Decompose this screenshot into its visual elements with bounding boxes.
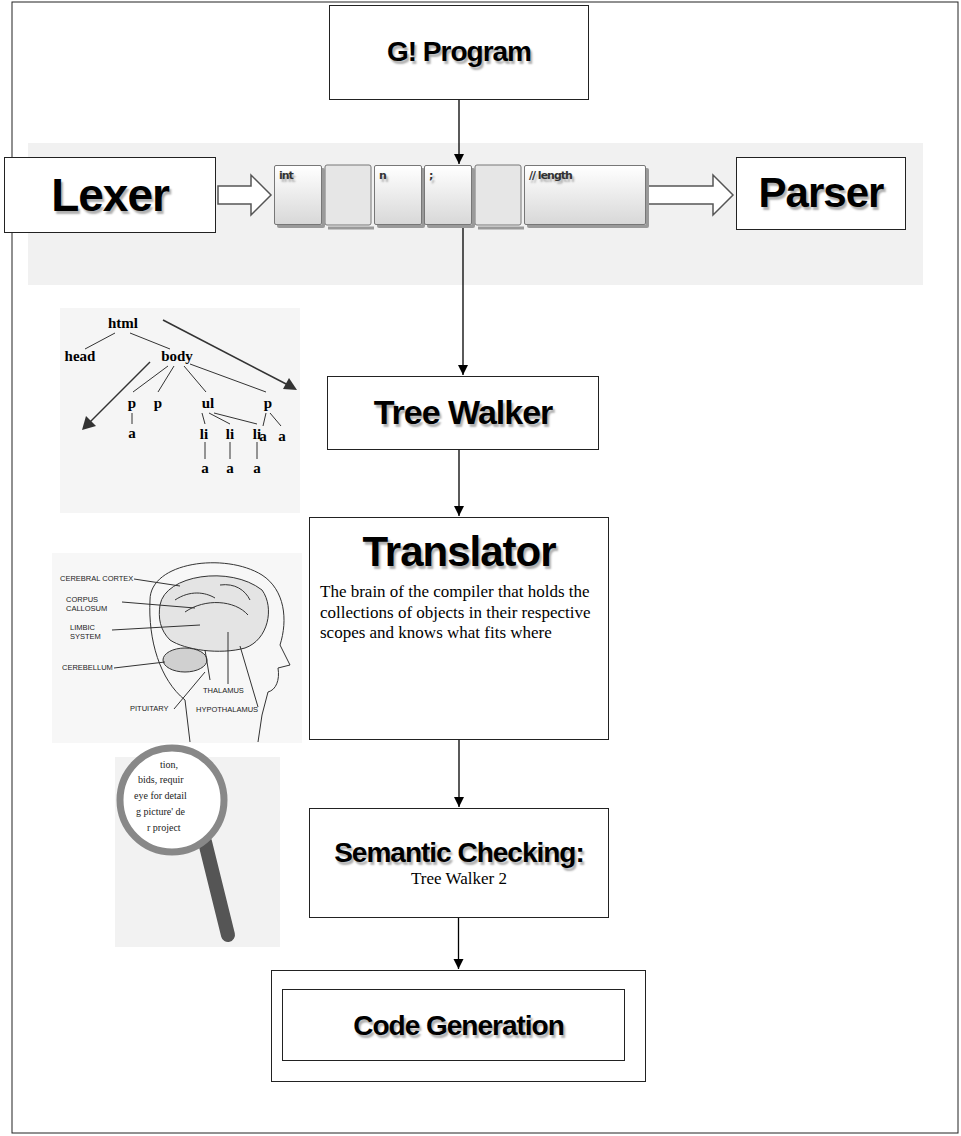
text-group: Parser	[745, 169, 897, 217]
text-group: n	[379, 170, 417, 183]
block-arrow	[218, 175, 271, 215]
text-group: ;	[429, 170, 467, 183]
magnifier-illustration	[115, 748, 280, 947]
tree-tag: a	[226, 461, 234, 476]
flow-arrow	[458, 100, 459, 164]
text-group: // length	[529, 170, 641, 183]
node-title: Code Generation	[296, 1010, 621, 1042]
translator-box: TranslatorThe brain of the compiler that…	[309, 517, 609, 740]
tree-tag: p	[154, 396, 162, 411]
flow-arrow	[458, 450, 459, 516]
lexer-box: Lexer	[4, 157, 216, 233]
node-body: Tree Walker 2	[318, 869, 600, 889]
brain-part-label: THALAMUS	[203, 687, 244, 696]
tree-tag: ul	[202, 396, 215, 411]
token-key: n	[374, 165, 422, 225]
token-key: // length	[524, 165, 646, 225]
magnified-text: eye for detail	[134, 791, 187, 801]
key-shadow	[478, 227, 524, 230]
magnified-text: g picture' de	[136, 807, 185, 817]
text-group: Lexer	[13, 169, 207, 222]
node-title: Parser	[745, 169, 897, 217]
tree-tag: body	[161, 349, 193, 364]
brain-part-label: CORPUS CALLOSUM	[66, 596, 118, 613]
text-group: Semantic Checking:Tree Walker 2	[318, 837, 600, 890]
outer-frame	[12, 2, 958, 1133]
token-key: ;	[424, 165, 472, 225]
process-box: Semantic Checking:Tree Walker 2	[309, 808, 609, 918]
key-label: int	[279, 170, 317, 183]
magnified-text: tion,	[160, 760, 178, 770]
brain-part-label: LIMBIC SYSTEM	[70, 624, 110, 641]
node-body: The brain of the compiler that holds the…	[320, 582, 598, 643]
html-tree	[60, 308, 300, 513]
text-group: int	[279, 170, 317, 183]
codegen-box: Code Generation	[271, 970, 646, 1082]
tree-tag: li	[226, 427, 234, 442]
key-label: // length	[529, 170, 641, 183]
magnified-text: bids, requir	[138, 775, 184, 785]
key-label: ;	[429, 170, 467, 183]
tree-tag: html	[108, 316, 138, 331]
parser-box: Parser	[736, 157, 906, 230]
node-title: Tree Walker	[336, 393, 590, 432]
text-group: G! Program	[338, 36, 580, 68]
node-title: Lexer	[13, 169, 207, 222]
program-box: G! Program	[329, 5, 589, 100]
brain-part-label: HYPOTHALAMUS	[196, 706, 258, 715]
node-title: Translator	[320, 528, 598, 576]
block-arrow	[648, 175, 733, 215]
tree-tag: a	[128, 426, 136, 441]
key-shadow	[328, 227, 374, 230]
tree-tag: p	[264, 396, 272, 411]
key-label: n	[379, 170, 417, 183]
brain-part-label: PITUITARY	[130, 705, 168, 714]
text-group: TranslatorThe brain of the compiler that…	[320, 528, 598, 643]
tree-tag: li	[200, 427, 208, 442]
blank-key	[475, 165, 521, 225]
tree-tag: head	[65, 349, 96, 364]
brain-part-label: CEREBELLUM	[62, 664, 113, 673]
tree-tag: p	[128, 396, 136, 411]
text-group: Tree Walker	[336, 393, 590, 432]
magnified-text: r project	[147, 823, 181, 833]
tree-tag: a	[253, 461, 261, 476]
brain-illustration	[52, 553, 302, 743]
flow-arrow	[462, 225, 463, 375]
node-title: Semantic Checking:	[318, 837, 600, 869]
process-box: Tree Walker	[327, 376, 599, 450]
brain-part-label: CEREBRAL CORTEX	[60, 575, 133, 584]
token-key: int	[274, 165, 322, 225]
tree-tag: a	[201, 461, 209, 476]
flow-arrow	[458, 740, 459, 807]
tree-tag: a	[278, 429, 286, 444]
node-title: G! Program	[338, 36, 580, 68]
blank-key	[325, 165, 371, 225]
tree-tag: a	[259, 429, 267, 444]
flow-arrow	[458, 918, 459, 969]
text-group: Code Generation	[296, 1010, 621, 1042]
